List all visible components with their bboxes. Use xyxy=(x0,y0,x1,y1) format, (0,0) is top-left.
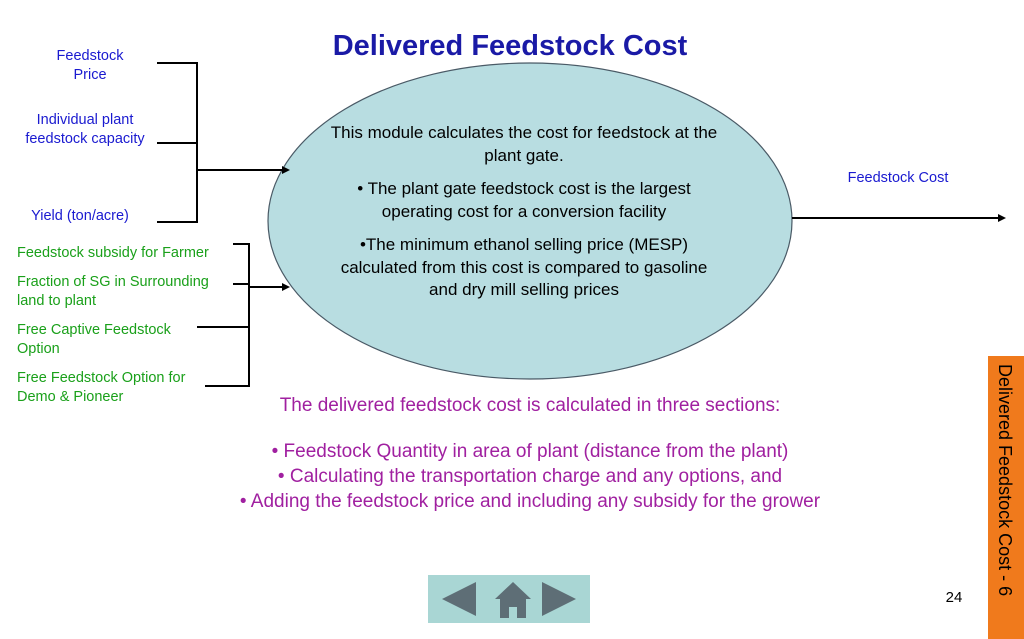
summary: The delivered feedstock cost is calculat… xyxy=(150,393,910,514)
input-yield: Yield (ton/acre) xyxy=(31,208,129,224)
back-arrow-icon xyxy=(442,582,476,616)
input-bracket-1 xyxy=(157,62,283,223)
module-point-2: •The minimum ethanol selling price (MESP… xyxy=(340,235,708,299)
output-arrow xyxy=(998,214,1006,222)
slide-title: Delivered Feedstock Cost xyxy=(332,30,688,62)
summary-point-3: • Adding the feedstock price and includi… xyxy=(239,491,821,512)
summary-intro: The delivered feedstock cost is calculat… xyxy=(279,395,781,416)
home-icon xyxy=(495,582,531,618)
page-number: 24 xyxy=(945,589,963,606)
back-button[interactable] xyxy=(428,575,482,623)
input-arrow-2 xyxy=(282,283,290,291)
module-ellipse xyxy=(267,62,793,380)
input-arrow-1 xyxy=(282,166,290,174)
input-feedstock-subsidy: Feedstock subsidy for Farmer xyxy=(17,245,209,261)
input-plant-capacity: Individual plant feedstock capacity xyxy=(25,112,145,147)
input-sg-fraction: Fraction of SG in Surrounding land to pl… xyxy=(17,274,209,309)
summary-point-1: • Feedstock Quantity in area of plant (d… xyxy=(271,441,789,462)
input-demo-pioneer-option: Free Feedstock Option for Demo & Pioneer xyxy=(17,370,186,405)
input-captive-option: Free Captive Feedstock Option xyxy=(17,322,171,357)
forward-arrow-icon xyxy=(542,582,576,616)
input-bracket-2 xyxy=(197,243,283,387)
output-label: Feedstock Cost xyxy=(847,170,949,186)
section-sidebar: Delivered Feedstock Cost - 6 xyxy=(988,356,1024,639)
module-point-1: • The plant gate feedstock cost is the l… xyxy=(357,179,691,221)
input-feedstock-price: Feedstock Price xyxy=(56,48,124,83)
module-intro: This module calculates the cost for feed… xyxy=(330,123,718,165)
sidebar-label: Delivered Feedstock Cost - 6 xyxy=(995,364,1015,597)
navigation-bar xyxy=(428,575,590,623)
forward-button[interactable] xyxy=(536,575,590,623)
summary-point-2: • Calculating the transportation charge … xyxy=(277,466,783,487)
module-description: This module calculates the cost for feed… xyxy=(330,122,718,313)
home-button[interactable] xyxy=(486,575,540,623)
